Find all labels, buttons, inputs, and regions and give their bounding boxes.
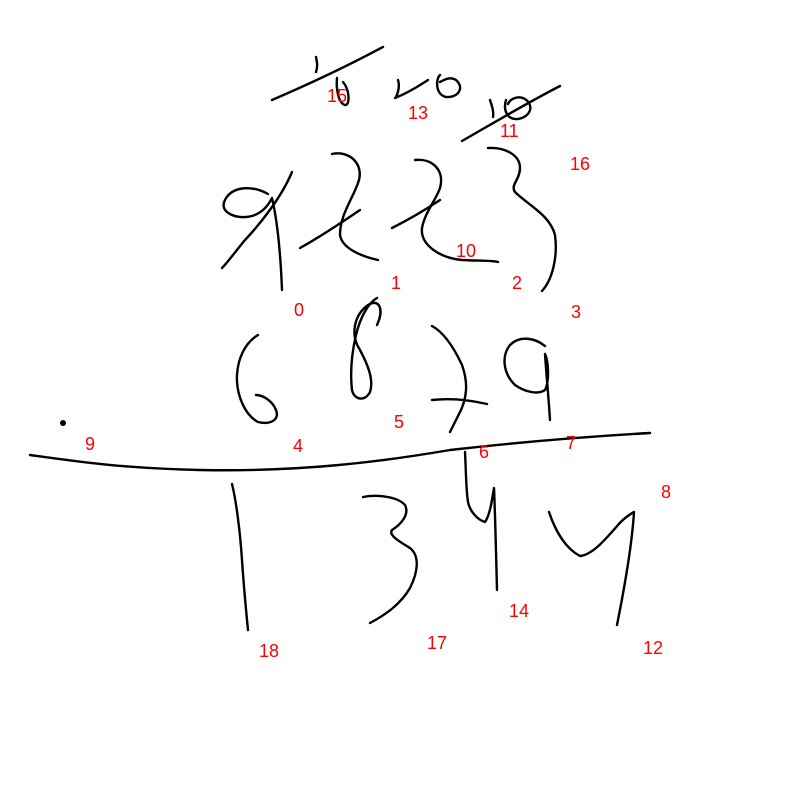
stroke-2-cross [390, 198, 442, 230]
stroke-label-0: 0 [294, 300, 305, 320]
stroke-10 [413, 158, 500, 264]
stroke-label-11: 11 [500, 121, 519, 141]
stroke-4 [235, 333, 279, 424]
stroke-scribble-2 [393, 73, 462, 100]
stroke-label-6: 6 [479, 442, 490, 462]
stroke-label-13: 13 [408, 103, 429, 123]
stroke-label-12: 12 [643, 638, 664, 658]
stroke-1 [330, 152, 380, 262]
stroke-7 [503, 337, 552, 422]
stroke-9-dot [60, 420, 66, 426]
stroke-17 [361, 494, 418, 625]
stroke-label-4: 4 [293, 436, 304, 456]
stroke-label-17: 17 [427, 633, 448, 653]
stroke-14 [463, 450, 499, 592]
stroke-0 [220, 170, 294, 270]
stroke-1-cross [298, 208, 362, 250]
stroke-6 [430, 324, 468, 434]
stroke-label-14: 14 [509, 601, 530, 621]
stroke-scribble-3 [488, 96, 532, 121]
stroke-label-2: 2 [512, 273, 523, 293]
stroke-label-10: 10 [456, 241, 477, 261]
stroke-label-5: 5 [394, 412, 405, 432]
stroke-label-1: 1 [391, 273, 402, 293]
stroke-long-line [28, 431, 652, 472]
stroke-9-loop [222, 187, 284, 292]
stroke-label-15: 15 [327, 86, 348, 106]
stroke-5 [350, 296, 382, 400]
stroke-label-8: 8 [661, 482, 672, 502]
stroke-label-18: 18 [259, 641, 280, 661]
stroke-strike-1 [270, 45, 385, 102]
stroke-scribble-1 [314, 55, 350, 107]
stroke-18 [230, 482, 250, 632]
stroke-label-3: 3 [571, 302, 582, 322]
stroke-12 [547, 510, 636, 627]
stroke-7-cross [430, 398, 489, 406]
stroke-label-16: 16 [570, 154, 591, 174]
stroke-label-9: 9 [85, 434, 96, 454]
stroke-3 [486, 146, 557, 293]
stroke-label-7: 7 [566, 433, 577, 453]
